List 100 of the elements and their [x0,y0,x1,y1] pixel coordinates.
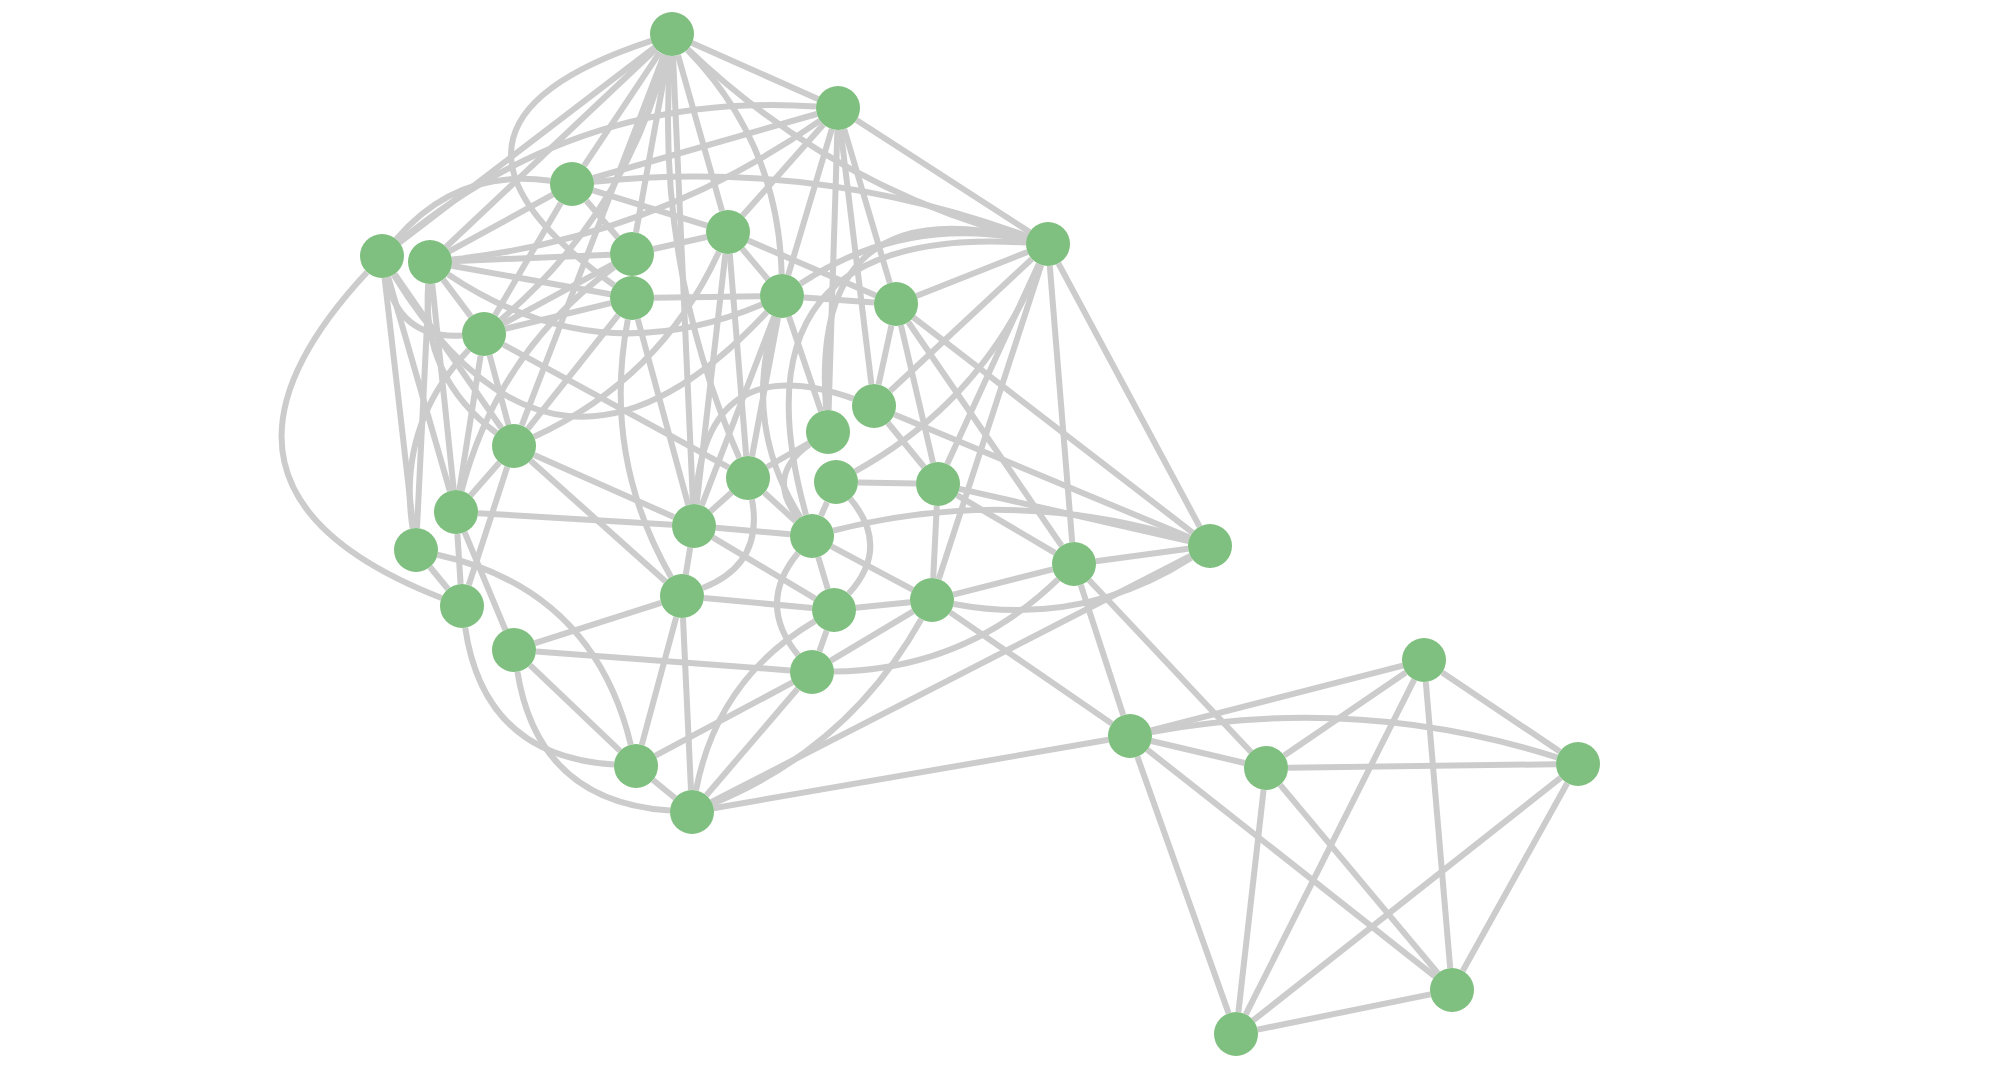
network-edge [958,485,1190,545]
network-edge [468,460,502,498]
network-edge [747,237,877,299]
network-edge [911,315,1195,535]
network-edge [1282,669,1408,759]
network-edge [458,264,617,492]
network-edge [1251,775,1563,1023]
network-edge [535,648,791,674]
network-edge [930,505,940,579]
graph-node [1214,1012,1258,1056]
network-edge [781,442,812,521]
network-edge [465,466,511,586]
graph-node [660,574,704,618]
network-edge [461,531,509,631]
network-edge [815,556,831,590]
graph-node [1244,746,1288,790]
network-edge [519,53,667,427]
network-edge [514,671,671,814]
network-edge [394,175,551,242]
graph-node [434,490,478,534]
network-edge [837,129,875,385]
graph-node [1556,742,1600,786]
network-edge [855,599,911,611]
network-edge [785,128,835,276]
graph-node [814,460,858,504]
network-edge [427,565,451,591]
network-edge [935,264,1045,580]
graph-node [1052,542,1096,586]
network-edge [385,276,453,492]
network-edge [846,496,874,596]
network-edge [765,440,811,470]
network-edge [397,45,657,245]
network-edge [708,490,734,514]
graph-node [610,232,654,276]
network-edge [1055,261,1203,529]
network-edge [654,679,794,759]
network-edge [1150,662,1404,734]
graph-node [408,240,452,284]
network-edge [762,490,798,524]
network-edge [841,128,893,284]
network-edge [592,187,708,229]
network-edge [749,317,781,457]
network-edge [593,173,1029,240]
graph-node [440,584,484,628]
network-edge [278,270,443,601]
network-edge [534,599,662,647]
network-edge [825,129,841,411]
graph-node [760,274,804,318]
network-edge [710,553,1192,805]
graph-node [812,588,856,632]
network-edge [492,201,564,317]
network-edge [504,300,612,332]
network-edge [528,458,668,584]
network-edge [952,566,1054,598]
network-edge [830,543,914,593]
network-edge [456,355,484,491]
network-edge [486,354,512,426]
network-edge [527,663,623,753]
network-edge [690,40,820,102]
network-edge [888,256,1034,394]
network-edge [713,736,1109,812]
network-edge [818,501,830,517]
network-edge [833,577,1061,675]
network-edge [581,50,663,168]
network-edge [592,111,818,181]
graph-node [650,12,694,56]
network-edge [701,499,757,591]
network-edge [424,283,499,436]
network-edge [703,595,813,611]
graph-node [790,514,834,558]
network-edge [454,533,464,585]
network-edge [857,479,917,487]
network-edge [704,686,800,798]
graph-node [1402,638,1446,682]
network-edge [638,616,680,746]
network-edge [652,234,708,252]
network-edge [1277,782,1441,976]
network-edge [670,55,696,505]
network-edge [525,313,621,431]
network-edge [451,251,611,265]
network-edge [1134,755,1232,1015]
graph-node [462,312,506,356]
network-edge [462,627,615,768]
network-edge [1440,669,1562,755]
network-edge [786,238,1027,516]
graph-node [852,384,896,428]
graph-node [1188,524,1232,568]
network-edge [786,315,824,413]
network-edge [1422,681,1454,969]
network-edge [651,777,677,801]
graph-node [360,234,404,278]
graph-node [492,628,536,672]
network-edge [715,524,791,538]
graph-node [1108,714,1152,758]
network-edge [875,324,895,386]
network-edge [948,609,1114,727]
network-edge [915,249,1029,299]
network-edge [711,534,817,602]
graph-node [806,410,850,454]
network-edge [885,421,927,469]
